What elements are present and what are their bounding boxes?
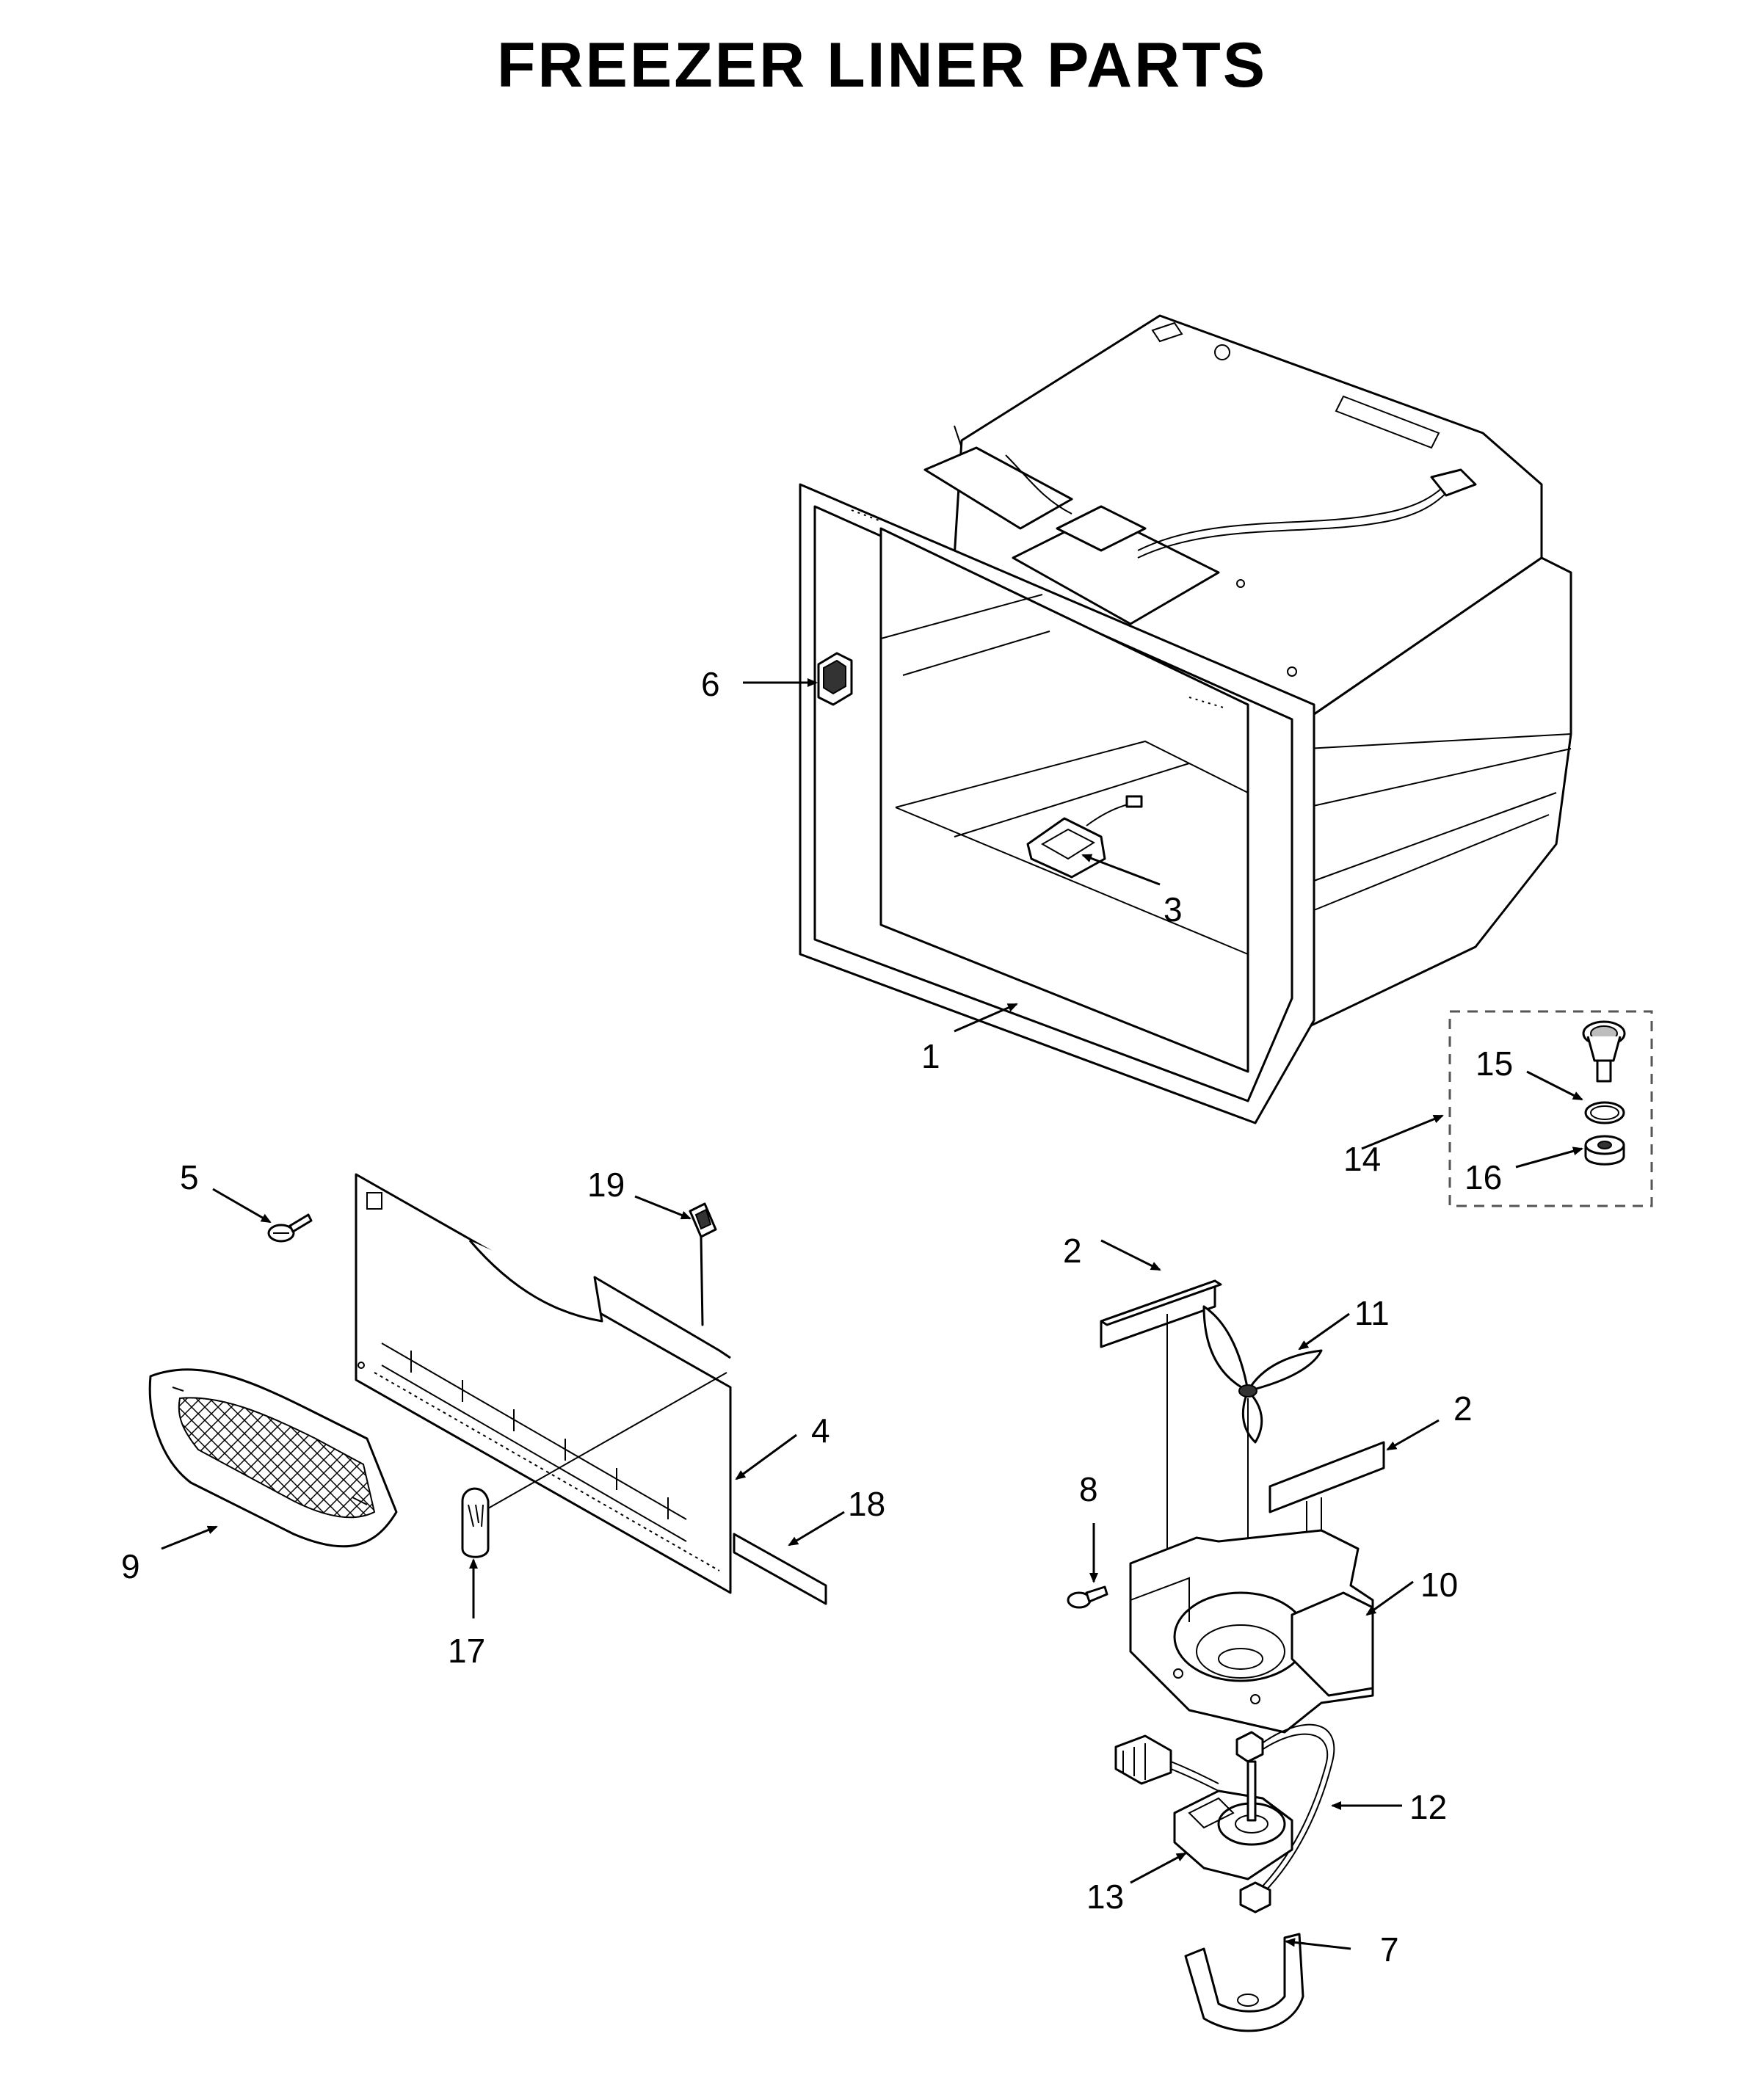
callout-2-upper: 2 xyxy=(1063,1232,1082,1270)
callout-5: 5 xyxy=(180,1158,199,1196)
drain-assembly-box xyxy=(1448,1010,1653,1207)
panel-screw xyxy=(267,1213,313,1243)
callout-4: 4 xyxy=(811,1411,830,1450)
callout-16: 16 xyxy=(1464,1158,1502,1196)
foam-strip xyxy=(733,1533,827,1605)
callout-13: 13 xyxy=(1086,1878,1124,1916)
callout-7: 6 xyxy=(701,665,720,703)
air-grille xyxy=(148,1368,398,1548)
callout-15: 15 xyxy=(1476,1044,1513,1083)
callout-19: 19 xyxy=(587,1166,625,1204)
motor-bracket xyxy=(1184,1881,1304,2032)
callout-9: 9 xyxy=(121,1547,140,1585)
floor-control-module xyxy=(1026,795,1143,879)
door-switch xyxy=(817,652,853,706)
fan-motor xyxy=(1173,1760,1293,1880)
callout-17: 17 xyxy=(448,1632,485,1670)
callout-3: 3 xyxy=(1164,890,1183,929)
foam-block-upper xyxy=(1100,1279,1222,1348)
fan-shroud xyxy=(1129,1529,1374,1734)
drain-fitting xyxy=(1582,1020,1626,1083)
leader-lines xyxy=(161,678,1583,1950)
callout-14: 14 xyxy=(1343,1140,1381,1178)
thermistor xyxy=(689,1202,717,1326)
callout-2-lower: 2 xyxy=(1453,1389,1473,1428)
freezer-liner xyxy=(799,314,1572,1124)
callout-8: 8 xyxy=(1079,1470,1098,1508)
callout-10: 10 xyxy=(1420,1566,1458,1604)
o-ring xyxy=(1584,1101,1625,1124)
wire-clip xyxy=(461,1372,727,1558)
foam-block-lower xyxy=(1268,1441,1385,1513)
callout-11: 11 xyxy=(1354,1294,1390,1332)
evaporator-cover-panel xyxy=(355,1173,732,1594)
page-title: FREEZER LINER PARTS xyxy=(496,30,1268,101)
callout-1: 1 xyxy=(921,1037,940,1075)
callout-6: 7 xyxy=(1380,1930,1399,1969)
fan-motor-harness xyxy=(1114,1723,1335,1894)
fan-blade xyxy=(1202,1305,1323,1637)
callout-18: 18 xyxy=(848,1485,885,1523)
drain-seal xyxy=(1584,1135,1625,1166)
shroud-screw xyxy=(1067,1585,1108,1609)
callout-12: 12 xyxy=(1409,1788,1447,1826)
